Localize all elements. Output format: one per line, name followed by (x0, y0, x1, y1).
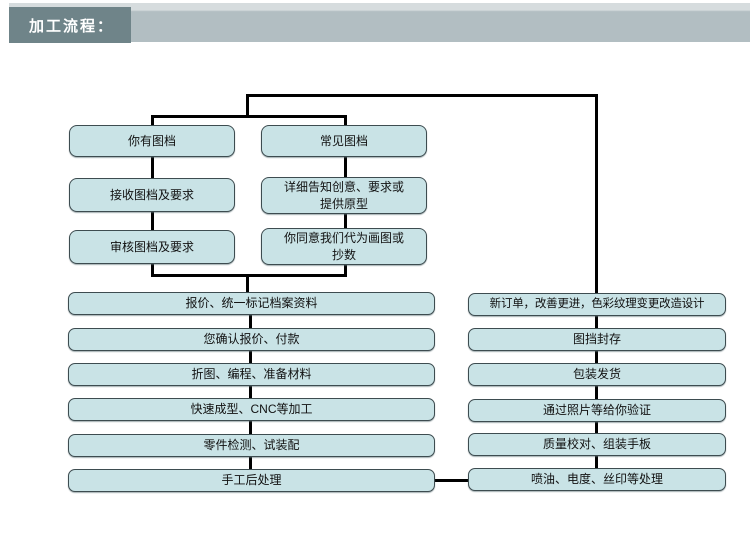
connector-branch-split (151, 115, 347, 118)
node-confirm-quote-payment: 您确认报价、付款 (68, 328, 435, 351)
node-new-order-redesign: 新订单，改善更进，色彩纹理变更改造设计 (468, 293, 726, 316)
connector-loopback (595, 94, 598, 295)
node-packaging-shipping: 包装发货 (468, 363, 726, 386)
node-receive-drawings-requirements: 接收图档及要求 (69, 178, 235, 212)
page-title: 加工流程： (9, 7, 131, 43)
header-bar (9, 3, 750, 42)
node-describe-ideas-or-prototype: 详细告知创意、要求或 提供原型 (261, 177, 427, 214)
connector-v (151, 156, 154, 179)
connector-top-drop (246, 94, 249, 118)
connector-v (249, 420, 252, 435)
connector-top-horizontal (246, 94, 598, 97)
connector-v (595, 455, 598, 469)
connector-v (249, 385, 252, 399)
connector-v (249, 314, 252, 329)
node-you-have-drawings: 你有图档 (69, 125, 235, 157)
connector-v (595, 420, 598, 434)
connector-merge-drop (246, 274, 249, 293)
connector-branch-merge (151, 274, 347, 277)
node-split-program-prepare-materials: 折图、编程、准备材料 (68, 363, 435, 386)
node-drawing-archive: 图挡封存 (468, 328, 726, 351)
node-review-drawings-requirements: 审核图档及要求 (69, 230, 235, 264)
node-photo-verification: 通过照片等给你验证 (468, 399, 726, 422)
connector-v (151, 211, 154, 231)
node-quote-mark-files: 报价、统一标记档案资料 (68, 292, 435, 315)
connector-v (151, 115, 154, 127)
connector-v (595, 315, 598, 329)
node-rapid-prototyping-cnc: 快速成型、CNC等加工 (68, 398, 435, 421)
node-common-drawings: 常见图档 (261, 125, 427, 157)
connector-v (344, 156, 347, 179)
connector-v (249, 350, 252, 364)
connector-v (595, 385, 598, 400)
connector-v (595, 350, 598, 364)
connector-v (151, 263, 154, 277)
connector-v (249, 456, 252, 470)
connector-v (344, 264, 347, 277)
node-part-inspection-trial-assembly: 零件检测、试装配 (68, 434, 435, 457)
node-quality-check-assemble-prototype: 质量校对、组装手板 (468, 433, 726, 456)
node-manual-post-processing: 手工后处理 (68, 469, 435, 492)
connector-bottom-link (435, 479, 468, 482)
node-agree-we-draw-or-scan: 你同意我们代为画图或 抄数 (261, 228, 427, 265)
node-painting-plating-silkscreen: 喷油、电度、丝印等处理 (468, 468, 726, 491)
connector-v (344, 115, 347, 127)
connector-v (344, 212, 347, 230)
